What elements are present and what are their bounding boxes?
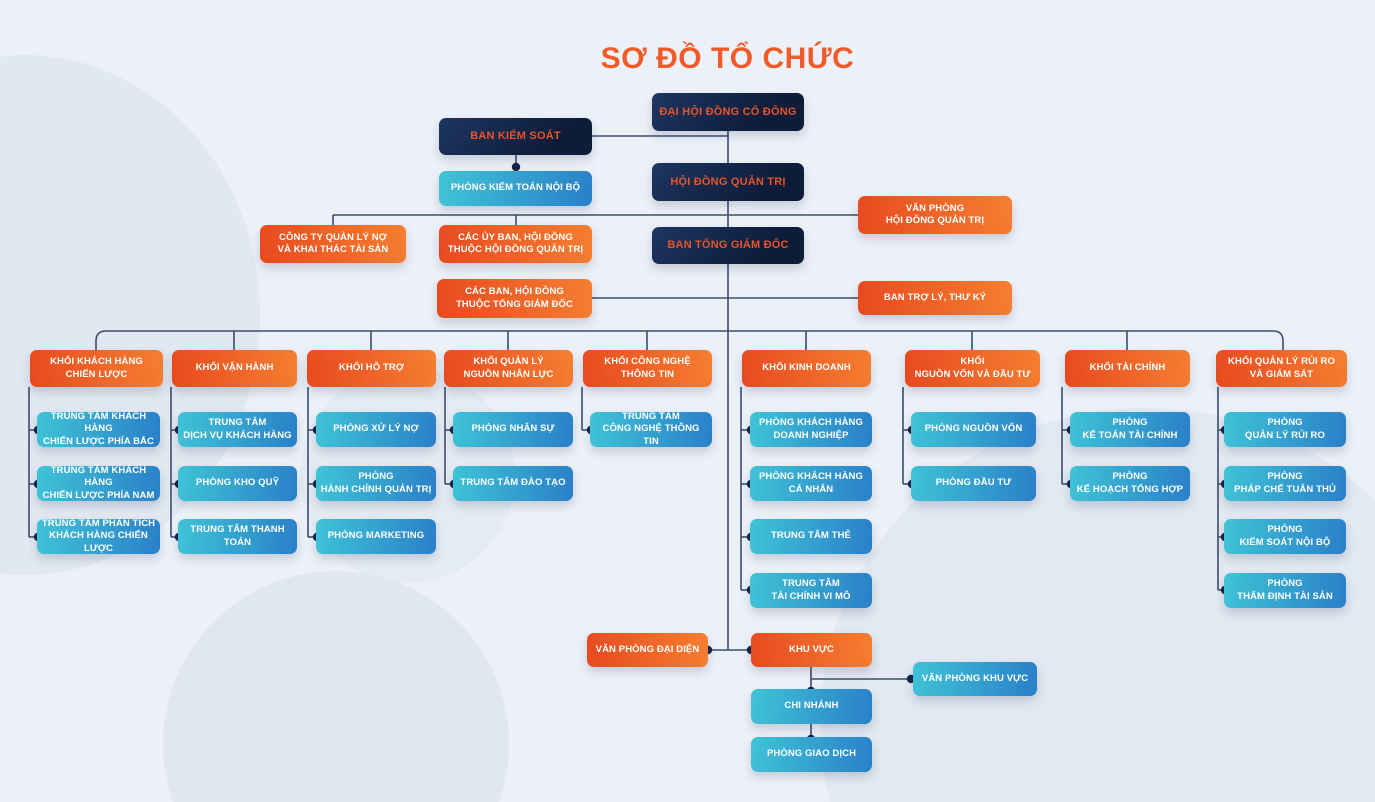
node-ban-tro-ly-thu-ky: BAN TRỢ LÝ, THƯ KÝ xyxy=(858,281,1012,315)
node-phong-marketing: PHÒNG MARKETING xyxy=(316,519,436,554)
node-phong-kh-doanh-nghiep: PHÒNG KHÁCH HÀNG DOANH NGHIỆP xyxy=(750,412,872,447)
node-phong-kiem-soat-noi-bo: PHÒNG KIỂM SOÁT NỘI BỘ xyxy=(1224,519,1346,554)
node-tt-dich-vu-khach-hang: TRUNG TÂM DỊCH VỤ KHÁCH HÀNG xyxy=(178,412,297,447)
node-khoi-quan-ly-nguon-nhan-luc: KHỐI QUẢN LÝ NGUỒN NHÂN LỰC xyxy=(444,350,573,387)
node-phong-ke-toan-tai-chinh: PHÒNG KẾ TOÁN TÀI CHÍNH xyxy=(1070,412,1190,447)
node-phong-kiem-toan-noi-bo: PHÒNG KIỂM TOÁN NỘI BỘ xyxy=(439,171,592,206)
node-phong-kh-ca-nhan: PHÒNG KHÁCH HÀNG CÁ NHÂN xyxy=(750,466,872,501)
node-phong-kho-quy: PHÒNG KHO QUỸ xyxy=(178,466,297,501)
node-phong-ke-hoach-tong-hop: PHÒNG KẾ HOẠCH TỔNG HỢP xyxy=(1070,466,1190,501)
node-tt-cong-nghe-thong-tin: TRUNG TÂM CÔNG NGHỆ THÔNG TIN xyxy=(590,411,712,447)
node-tt-khcl-phia-bac: TRUNG TÂM KHÁCH HÀNG CHIẾN LƯỢC PHÍA BẮC xyxy=(37,411,160,447)
node-khu-vuc: KHU VỰC xyxy=(751,633,872,667)
node-phong-hanh-chinh-quan-tri: PHÒNG HÀNH CHÍNH QUẢN TRỊ xyxy=(316,466,436,501)
node-phong-tham-dinh-tai-san: PHÒNG THẨM ĐỊNH TÀI SẢN xyxy=(1224,573,1346,608)
node-cac-uy-ban-hoi-dong: CÁC ỦY BAN, HỘI ĐỒNG THUỘC HỘI ĐỒNG QUẢN… xyxy=(439,225,592,263)
node-tt-khcl-phia-nam: TRUNG TÂM KHÁCH HÀNG CHIẾN LƯỢC PHÍA NAM xyxy=(37,465,160,501)
node-khoi-van-hanh: KHỐI VẬN HÀNH xyxy=(172,350,297,387)
node-phong-nguon-von: PHÒNG NGUỒN VỐN xyxy=(911,412,1036,447)
node-khoi-ho-tro: KHỐI HỖ TRỢ xyxy=(307,350,436,387)
node-khoi-kinh-doanh: KHỐI KINH DOANH xyxy=(742,350,871,387)
node-khoi-cong-nghe-thong-tin: KHỐI CÔNG NGHỆ THÔNG TIN xyxy=(583,350,712,387)
node-tt-phan-tich-khcl: TRUNG TÂM PHÂN TÍCH KHÁCH HÀNG CHIẾN LƯỢ… xyxy=(37,518,160,554)
node-ban-tong-giam-doc: BAN TỔNG GIÁM ĐỐC xyxy=(652,227,804,264)
node-van-phong-khu-vuc: VĂN PHÒNG KHU VỰC xyxy=(913,662,1037,696)
node-tt-thanh-toan: TRUNG TÂM THANH TOÁN xyxy=(178,519,297,554)
node-tt-tai-chinh-vi-mo: TRUNG TÂM TÀI CHÍNH VI MÔ xyxy=(750,573,872,608)
page-title: SƠ ĐỒ TỔ CHỨC xyxy=(600,42,855,75)
node-van-phong-dai-dien: VĂN PHÒNG ĐẠI DIỆN xyxy=(587,633,708,667)
node-phong-dau-tu: PHÒNG ĐẦU TƯ xyxy=(911,466,1036,501)
node-van-phong-hoi-dong-quan-tri: VĂN PHÒNG HỘI ĐỒNG QUẢN TRỊ xyxy=(858,196,1012,234)
node-tt-dao-tao: TRUNG TÂM ĐÀO TẠO xyxy=(453,466,573,501)
node-ban-kiem-soat: BAN KIỂM SOÁT xyxy=(439,118,592,155)
node-khoi-nguon-von-va-dau-tu: KHỐI NGUỒN VỐN VÀ ĐẦU TƯ xyxy=(905,350,1040,387)
node-khoi-tai-chinh: KHỐI TÀI CHÍNH xyxy=(1065,350,1190,387)
node-dai-hoi-dong-co-dong: ĐẠI HỘI ĐỒNG CỔ ĐÔNG xyxy=(652,93,804,131)
node-phong-phap-che-tuan-thu: PHÒNG PHÁP CHẾ TUÂN THỦ xyxy=(1224,466,1346,501)
node-khoi-khach-hang-chien-luoc: KHỐI KHÁCH HÀNG CHIẾN LƯỢC xyxy=(30,350,163,387)
node-chi-nhanh: CHI NHÁNH xyxy=(751,689,872,724)
node-cac-ban-hoi-dong: CÁC BAN, HỘI ĐỒNG THUỘC TỔNG GIÁM ĐỐC xyxy=(437,279,592,318)
node-phong-xu-ly-no: PHÒNG XỬ LÝ NỢ xyxy=(316,412,436,447)
node-hoi-dong-quan-tri: HỘI ĐỒNG QUẢN TRỊ xyxy=(652,163,804,201)
node-phong-giao-dich: PHÒNG GIAO DỊCH xyxy=(751,737,872,772)
node-phong-nhan-su: PHÒNG NHÂN SỰ xyxy=(453,412,573,447)
node-khoi-quan-ly-rui-ro: KHỐI QUẢN LÝ RỦI RO VÀ GIÁM SÁT xyxy=(1216,350,1347,387)
node-tt-the: TRUNG TÂM THẺ xyxy=(750,519,872,554)
node-phong-quan-ly-rui-ro: PHÒNG QUẢN LÝ RỦI RO xyxy=(1224,412,1346,447)
node-cong-ty-quan-ly-no: CÔNG TY QUẢN LÝ NỢ VÀ KHAI THÁC TÀI SẢN xyxy=(260,225,406,263)
